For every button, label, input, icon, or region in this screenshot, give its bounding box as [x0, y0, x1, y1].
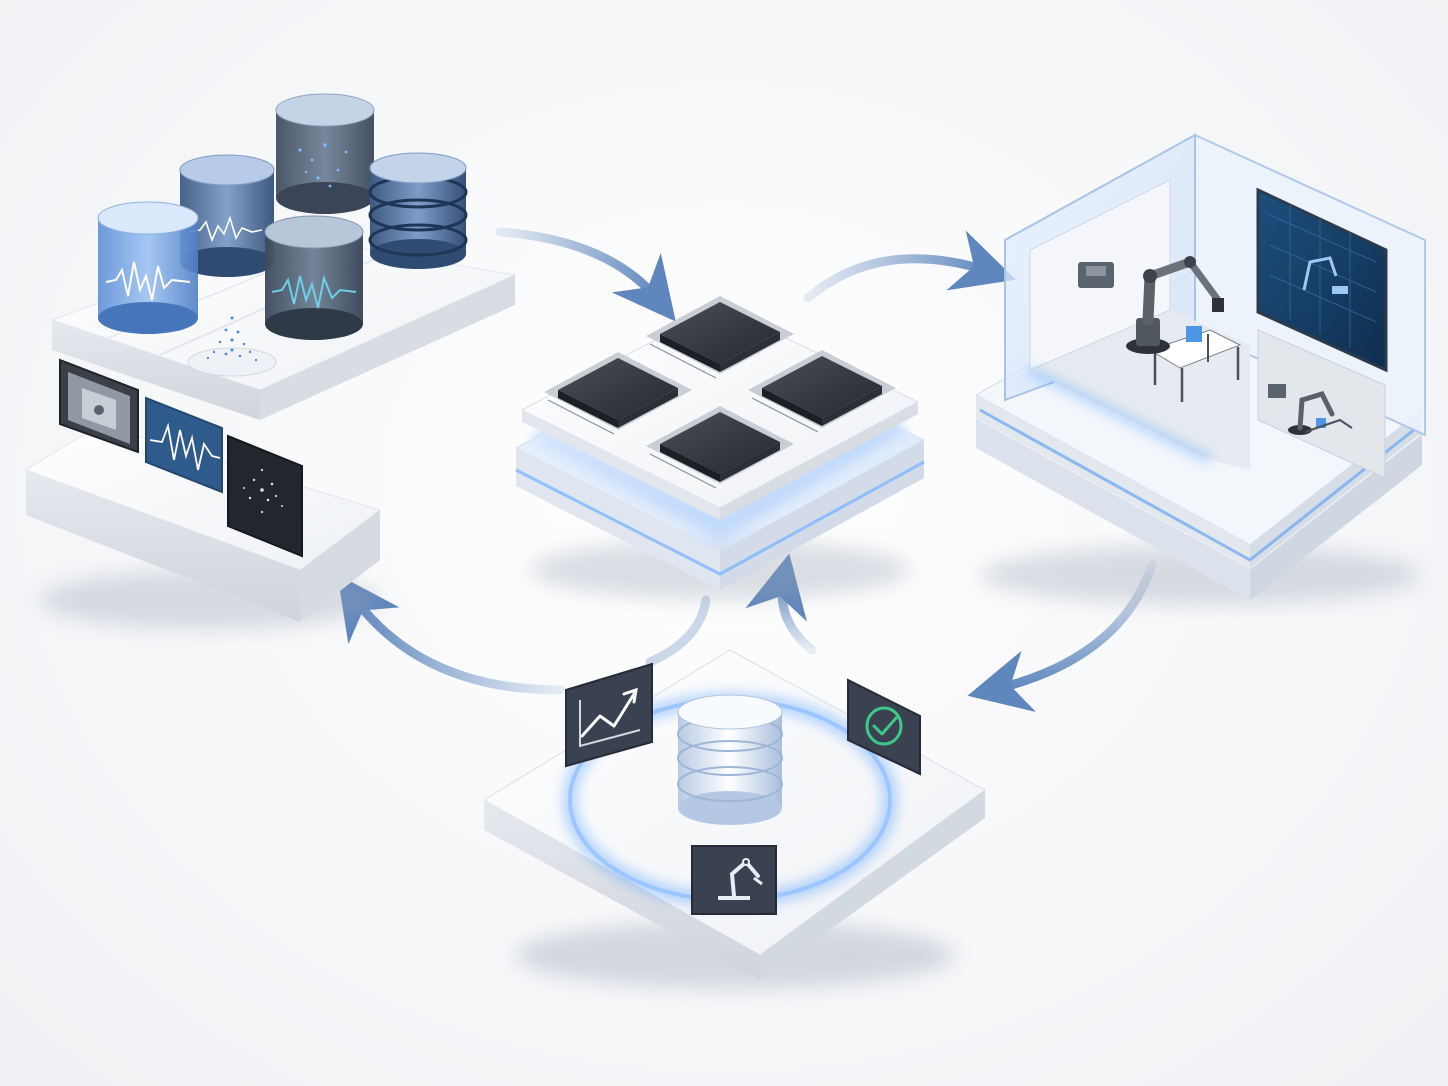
chip-icon: [646, 406, 794, 484]
robot-arm-icon: [1126, 256, 1224, 354]
point-cloud-icon: [227, 434, 303, 558]
chip-icon: [544, 352, 692, 430]
node-compute: [514, 296, 926, 600]
robot-workcell: [1148, 326, 1242, 402]
robot-arm-icon: [691, 845, 777, 915]
check-circle-icon: [847, 678, 921, 776]
arrow-hub-to-compute-left: [645, 595, 711, 667]
monitor-icon: [1256, 187, 1388, 373]
trend-chart-icon: [565, 662, 653, 768]
arrow-hub-to-sources: [337, 574, 565, 695]
database-icon: [677, 694, 783, 825]
waveform-icon: [105, 261, 191, 301]
waveform-icon: [145, 396, 223, 494]
node-data-sources: [24, 93, 517, 630]
waveform-icon: [271, 274, 357, 309]
chip-icon: [748, 350, 896, 428]
arrow-sources-to-compute: [495, 227, 676, 322]
database-icon: [264, 215, 364, 340]
database-icon: [275, 93, 375, 214]
node-data-hub: [483, 649, 986, 989]
database-icon: [368, 152, 468, 269]
node-simulation: [974, 133, 1426, 605]
waveform-icon: [189, 215, 263, 243]
chip-icon: [646, 296, 794, 374]
camera-view-icon: [59, 358, 139, 454]
point-cloud-icon: [187, 316, 277, 377]
database-icon: [97, 201, 199, 334]
robot-arm-icon: [1257, 329, 1386, 479]
arrow-compute-to-simulation: [803, 230, 1016, 303]
